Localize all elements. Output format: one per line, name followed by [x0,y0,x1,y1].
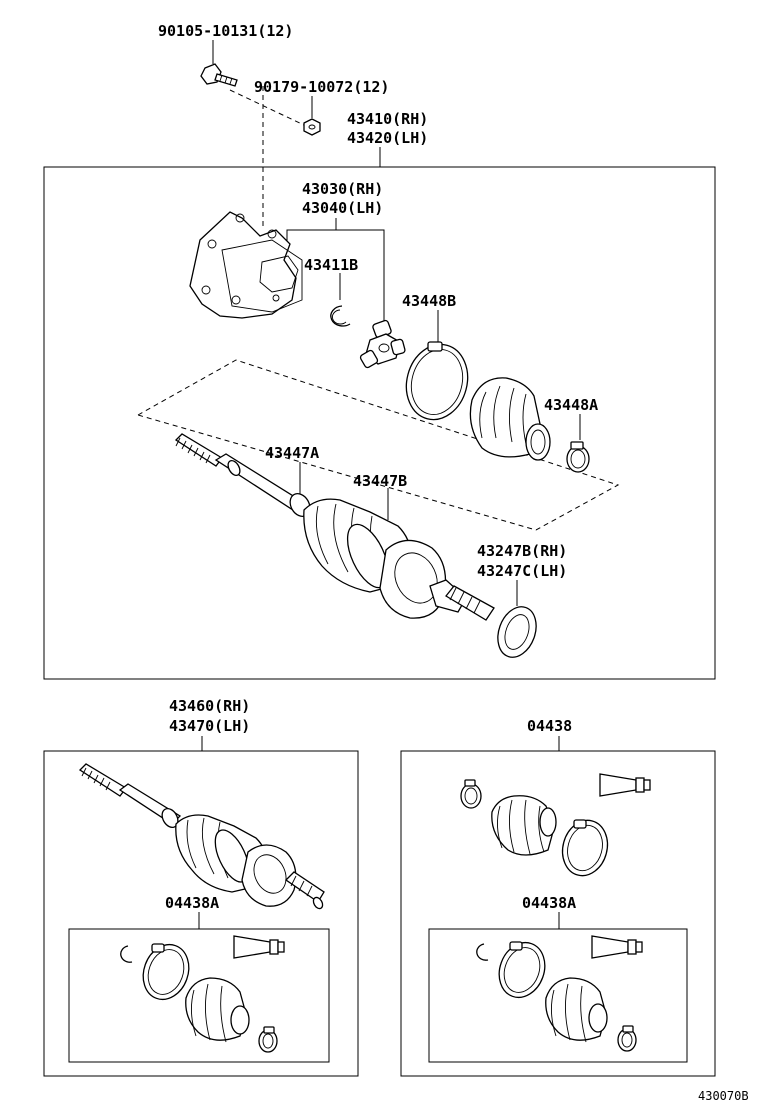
kit-a-right-snap-ring-icon[interactable] [476,943,489,961]
label-outboard-joint-rh[interactable]: 43460(RH) [169,697,250,715]
label-outer-band-b[interactable]: 43447B [353,472,407,490]
boot-kit-a-right-frame [428,928,688,1063]
boot-kit-frame [400,750,716,1077]
bolt-icon[interactable] [200,63,238,87]
shaft-group-dashed-outline [136,359,620,531]
kit-large-band-icon[interactable] [557,815,614,880]
kit-a-right-small-band-icon[interactable] [617,1025,637,1052]
label-tripod-housing-lh[interactable]: 43040(LH) [302,199,383,217]
kit-a-left-boot-icon[interactable] [185,977,250,1043]
label-boot-kit-a-left[interactable]: 04438A [165,894,219,912]
outboard-joint-frame [43,750,359,1077]
label-bolt[interactable]: 90105-10131(12) [158,22,293,40]
kit-a-right-boot-icon[interactable] [545,977,608,1043]
diagram-reference-number: 430070B [698,1089,749,1103]
label-snap-ring[interactable]: 43411B [304,256,358,274]
kit-grease-tube-icon[interactable] [599,773,651,797]
label-outer-band-a[interactable]: 43447A [265,444,319,462]
kit-a-left-small-band-icon[interactable] [258,1026,278,1053]
tripod-joint-icon[interactable] [359,319,406,369]
label-shaft-assy-rh[interactable]: 43410(RH) [347,110,428,128]
label-boot-kit-a-right[interactable]: 04438A [522,894,576,912]
snap-ring-icon[interactable] [330,305,351,327]
label-dust-seal-rh[interactable]: 43247B(RH) [477,542,567,560]
tripod-housing-icon[interactable] [189,211,303,319]
label-boot-kit-inboard[interactable]: 04438 [527,717,572,735]
label-dust-seal-lh[interactable]: 43247C(LH) [477,562,567,580]
label-boot-band-large[interactable]: 43448B [402,292,456,310]
label-outboard-joint-lh[interactable]: 43470(LH) [169,717,250,735]
kit-small-band-icon[interactable] [460,779,482,809]
nut-icon[interactable] [303,118,321,136]
outboard-joint-assy-icon[interactable] [78,763,325,910]
main-assembly-frame [43,166,716,680]
leader-lines [198,40,581,929]
kit-a-right-large-band-icon[interactable] [492,936,552,1004]
inboard-boot-icon[interactable] [469,377,551,461]
kit-a-left-grease-tube-icon[interactable] [233,935,285,959]
label-boot-band-small[interactable]: 43448A [544,396,598,414]
dust-seal-icon[interactable] [491,601,543,662]
drive-shaft-icon[interactable] [174,433,495,621]
label-shaft-assy-lh[interactable]: 43420(LH) [347,129,428,147]
kit-boot-icon[interactable] [491,795,557,856]
label-tripod-housing-rh[interactable]: 43030(RH) [302,180,383,198]
kit-a-right-grease-tube-icon[interactable] [591,935,643,959]
kit-a-left-large-band-icon[interactable] [136,938,196,1006]
boot-band-small-icon[interactable] [566,441,590,473]
kit-a-left-snap-ring-icon[interactable] [120,945,133,963]
boot-band-large-icon[interactable] [398,338,476,427]
label-nut[interactable]: 90179-10072(12) [254,78,389,96]
